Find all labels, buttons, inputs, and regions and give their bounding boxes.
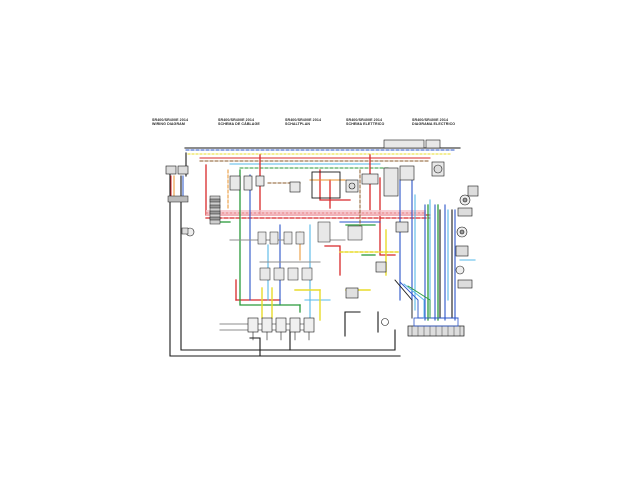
- title-model: SR400/SR400E 2014: [412, 118, 449, 122]
- title-subtitle: WIRING DIAGRAM: [152, 122, 185, 127]
- right-cluster: [455, 185, 479, 289]
- right-diagonal-bundle: [394, 279, 431, 319]
- diagram-title-english: SR400/SR400E 2014 WIRING DIAGRAM: [152, 118, 188, 127]
- title-subtitle: SCHEMA ELETTRICO: [346, 122, 385, 127]
- lower-coils: [247, 317, 315, 341]
- main-connector: [407, 317, 465, 337]
- diagram-title-italian: SR400/SR400E 2014 SCHEMA ELETTRICO: [346, 118, 384, 127]
- black-wire-group: [169, 147, 461, 357]
- title-model: SR400/SR400E 2014: [152, 118, 189, 122]
- center-parts: [345, 221, 409, 326]
- component-boxes: [229, 139, 445, 199]
- top-bus: [185, 149, 456, 169]
- pink-harness-band: [205, 210, 427, 216]
- title-model: SR400/SR400E 2014: [346, 118, 383, 122]
- gray-wire-group: [219, 239, 346, 331]
- relay-row: [257, 221, 363, 281]
- title-model: SR400/SR400E 2014: [285, 118, 322, 122]
- fuse-block: [209, 195, 221, 225]
- green-wire-group: [219, 169, 439, 321]
- title-model: SR400/SR400E 2014: [218, 118, 255, 122]
- diagram-title-spanish: SR400/SR400E 2014 DIAGRAMA ELECTRICO: [412, 118, 455, 127]
- diagram-title-german: SR400/SR400E 2014 SCHALTPLAN: [285, 118, 321, 127]
- diagram-title-french: SR400/SR400E 2014 SCHEMA DE CÂBLAGE: [218, 118, 260, 127]
- title-subtitle: DIAGRAMA ELECTRICO: [412, 122, 456, 127]
- left-connector-cluster: [165, 165, 195, 237]
- title-subtitle: SCHALTPLAN: [285, 122, 311, 127]
- title-subtitle: SCHEMA DE CÂBLAGE: [218, 122, 260, 127]
- light-blue-wire-group: [267, 194, 476, 321]
